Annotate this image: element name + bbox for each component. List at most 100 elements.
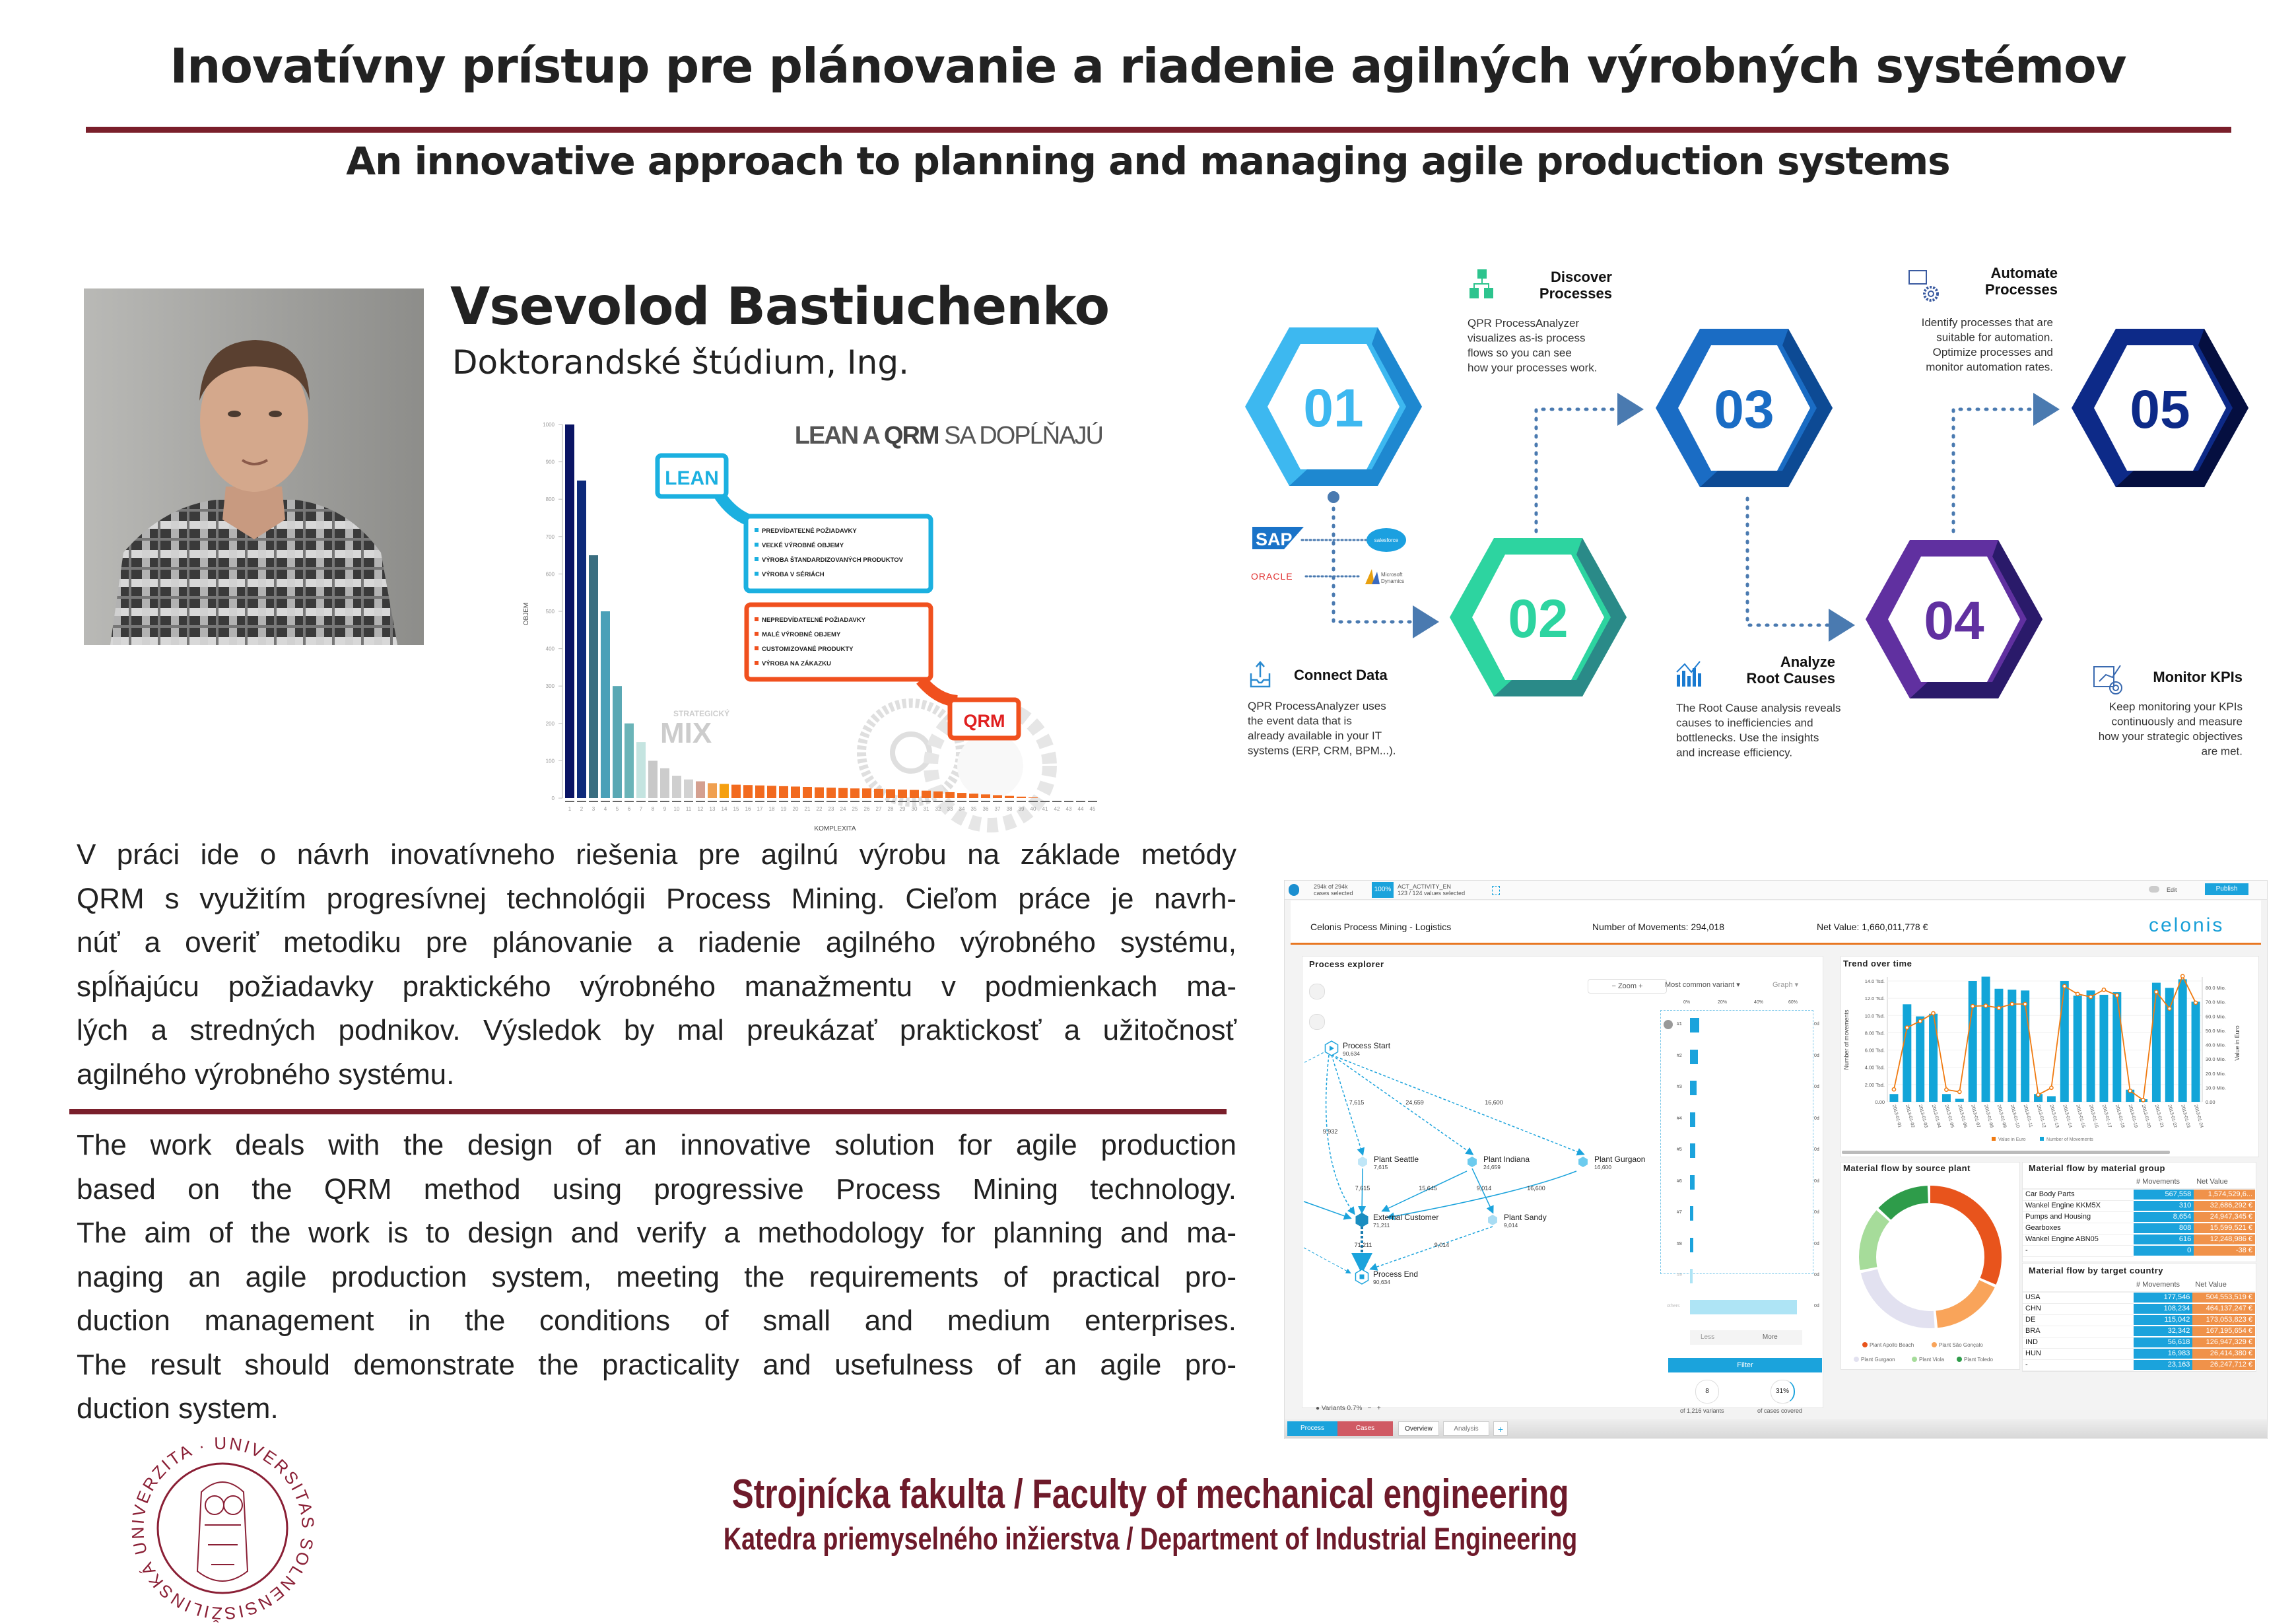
y-tick-label: 0.00 xyxy=(1875,1099,1885,1105)
tab-overview[interactable]: Overview xyxy=(1398,1421,1439,1436)
lean-item: VÝROBA V SÉRIÁCH xyxy=(762,570,825,578)
legend-value: Value in Euro xyxy=(1998,1137,2026,1142)
x-tick-label: 2013-01-12 xyxy=(2036,1104,2046,1129)
add-filter-icon[interactable] xyxy=(1492,886,1500,895)
faculty-name: Strojnícka fakulta / Faculty of mechanic… xyxy=(731,1472,1569,1517)
x-tick-label: 2013-01-16 xyxy=(2088,1104,2099,1129)
variant-bar[interactable] xyxy=(1690,1049,1699,1064)
activity-node-icon xyxy=(1488,1215,1497,1225)
variant-rank-label: #2 xyxy=(1677,1053,1682,1058)
x-tick-label: 2013-01-21 xyxy=(2154,1104,2165,1129)
variant-bar[interactable] xyxy=(1690,1112,1695,1127)
donut-segment[interactable] xyxy=(1859,1186,2002,1328)
variant-bar[interactable] xyxy=(1690,1018,1699,1032)
qrm-characteristics-box xyxy=(744,602,933,682)
tab-analysis[interactable]: Analysis xyxy=(1443,1421,1489,1436)
y-tick-label: 100 xyxy=(546,758,555,764)
donut-segment[interactable] xyxy=(1859,1186,2002,1328)
bar xyxy=(838,788,848,798)
variants-slider[interactable]: ● Variants 0.7% − + xyxy=(1316,1405,1381,1412)
play-variant-icon[interactable] xyxy=(1664,1020,1673,1029)
variant-rank-label: #7 xyxy=(1677,1210,1682,1215)
filter-button[interactable]: Filter xyxy=(1668,1358,1822,1372)
coverage-label: of cases covered xyxy=(1757,1407,1803,1414)
zoom-control[interactable]: − Zoom + xyxy=(1588,979,1667,994)
more-button[interactable]: More xyxy=(1762,1334,1778,1341)
x-tick-label: 26 xyxy=(864,806,870,812)
publish-button[interactable]: Publish xyxy=(2205,883,2248,895)
step-description: how your processes work. xyxy=(1468,362,1598,374)
svg-text:salesforce: salesforce xyxy=(1374,537,1399,543)
step-title: Monitor KPIs xyxy=(2153,669,2243,685)
x-tick-label: 11 xyxy=(686,806,692,812)
legend-icon xyxy=(1854,1357,1859,1362)
chart-title: LEAN A QRM SA DOPĹŇAJÚ xyxy=(795,421,1102,450)
step-hexagon-02: 02 xyxy=(1450,538,1627,696)
variant-duration: 0d xyxy=(1814,1304,1819,1308)
variant-bar[interactable] xyxy=(1690,1174,1695,1190)
edit-toggle[interactable] xyxy=(2149,886,2159,893)
variant-bar[interactable] xyxy=(1690,1300,1798,1314)
variant-bar[interactable] xyxy=(1690,1143,1695,1158)
visibility-icon[interactable] xyxy=(1309,1014,1325,1030)
add-sheet-button[interactable]: + xyxy=(1493,1421,1508,1436)
variant-bar[interactable] xyxy=(1690,1081,1697,1095)
step-hexagon-05: 05 xyxy=(2072,329,2248,487)
tab-process[interactable]: Process xyxy=(1287,1421,1337,1436)
variant-bar[interactable] xyxy=(1690,1269,1693,1283)
header-cell[interactable]: Net Value xyxy=(2192,1278,2255,1293)
y-tick-label: 12.0 Tsd. xyxy=(1865,996,1885,1001)
table-row[interactable]: -0-38 € xyxy=(2023,1245,2255,1257)
abstract-sk: V práci ide o návrh inovatívneho riešeni… xyxy=(77,833,1236,1097)
lean-qrm-chart: LEAN A QRM SA DOPĹŇAJÚ LEAN PREDVÍDATEĽN… xyxy=(523,421,1104,832)
header-cell[interactable]: # Movements xyxy=(2134,1175,2194,1190)
variant-bar[interactable] xyxy=(1690,1206,1694,1221)
value-point xyxy=(2088,994,2093,999)
abstract-line: The work deals with the design of an inn… xyxy=(77,1129,1236,1161)
trend-bar xyxy=(1929,1013,1938,1102)
celonis-app-icon[interactable] xyxy=(1289,884,1299,896)
variant-selection-box[interactable] xyxy=(1660,1010,1813,1274)
header-cell[interactable]: Net Value xyxy=(2194,1175,2255,1190)
node-count: 7,615 xyxy=(1374,1164,1388,1170)
view-mode-dropdown[interactable]: Graph ▾ xyxy=(1773,981,1799,989)
header-cell[interactable]: # Movements xyxy=(2134,1278,2193,1293)
sap-logo: SAP xyxy=(1252,527,1304,549)
department-name: Katedra priemyselného inžierstva / Depar… xyxy=(723,1521,1578,1556)
variant-bar[interactable] xyxy=(1690,1237,1694,1252)
activity-slider-icon[interactable] xyxy=(1309,984,1325,999)
less-button[interactable]: Less xyxy=(1701,1334,1715,1341)
tab-cases[interactable]: Cases xyxy=(1337,1421,1393,1436)
horizontal-scrollbar[interactable] xyxy=(1842,1151,2170,1154)
trend-bar xyxy=(1968,981,1977,1102)
net-value-cell: 464,137,247 € xyxy=(2192,1303,2255,1315)
variant-selector-dropdown[interactable]: Most common variant ▾ xyxy=(1665,981,1740,989)
movements-cell: 108,234 xyxy=(2134,1303,2193,1315)
donut-segment[interactable] xyxy=(1859,1186,2002,1328)
net-value-cell: 167,195,654 € xyxy=(2192,1326,2255,1337)
qrm-label: QRM xyxy=(964,711,1005,731)
y-tick-label: 8.00 Tsd. xyxy=(1865,1030,1885,1036)
